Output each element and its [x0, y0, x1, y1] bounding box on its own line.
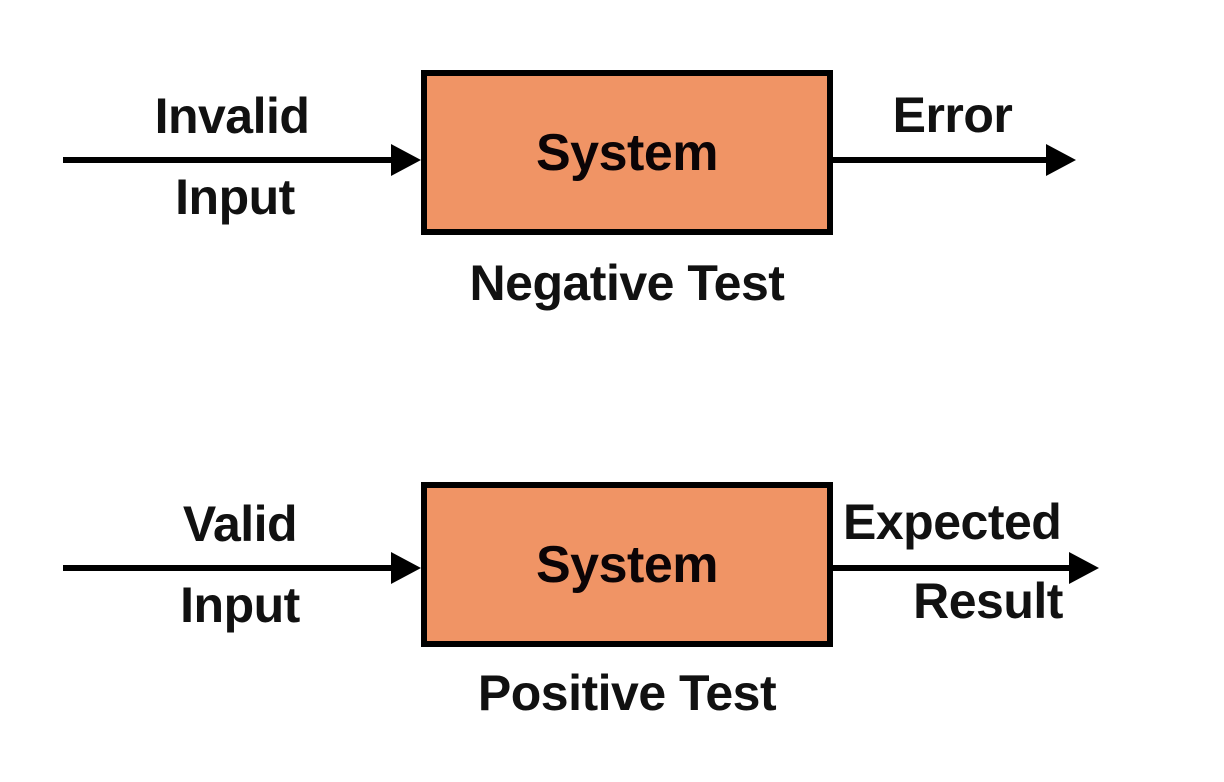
- arrow-shaft: [63, 565, 393, 571]
- caption-positive-test: Positive Test: [477, 665, 777, 721]
- system-box-label: System: [536, 123, 719, 182]
- caption-negative-test: Negative Test: [469, 255, 785, 311]
- output-label-expected: Expected: [843, 494, 1062, 550]
- system-box-negative: System: [421, 70, 833, 235]
- positive-test-row: Valid Input System Expected Result Posit…: [0, 412, 1224, 782]
- arrow-head-icon: [1069, 552, 1099, 584]
- output-label-error: Error: [892, 87, 1013, 143]
- arrow-shaft: [833, 565, 1071, 571]
- negative-test-row: Invalid Input System Error Negative Test: [63, 70, 1076, 311]
- arrow-head-icon: [391, 552, 421, 584]
- input-label-valid-input: Input: [180, 577, 300, 633]
- system-box-label: System: [536, 535, 719, 594]
- arrow-shaft: [833, 157, 1048, 163]
- arrow-head-icon: [391, 144, 421, 176]
- system-box-positive: System: [421, 482, 833, 647]
- input-label-valid: Valid: [182, 496, 298, 552]
- input-label-invalid: Invalid: [154, 88, 310, 144]
- arrow-shaft: [63, 157, 393, 163]
- input-label-invalid-input: Input: [175, 169, 295, 225]
- output-label-result: Result: [913, 573, 1063, 629]
- arrow-head-icon: [1046, 144, 1076, 176]
